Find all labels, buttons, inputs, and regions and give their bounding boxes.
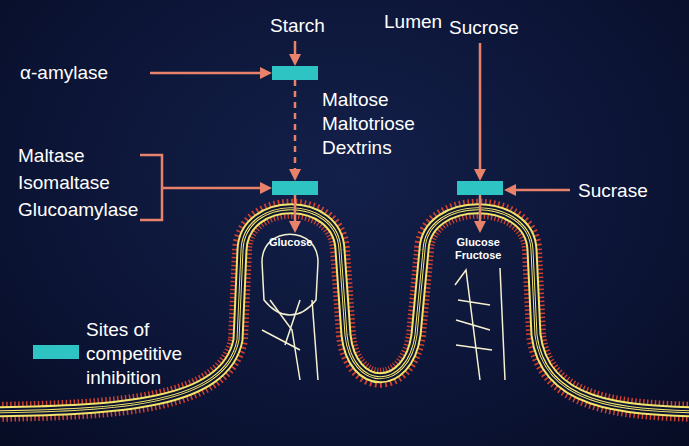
- legend-swatch: [33, 345, 79, 359]
- amylase-arrow: [150, 72, 262, 75]
- node-text: Starch: [270, 14, 325, 38]
- legend-text: Sites of competitive inhibition: [86, 318, 211, 390]
- substrate-label: Starch: [270, 14, 325, 38]
- arrow-head: [504, 184, 516, 196]
- inhibition-site: [272, 181, 318, 195]
- enzyme-label: α-amylase: [20, 61, 108, 85]
- node-text: Glucose: [269, 236, 312, 249]
- product-label: Glucose Fructose: [455, 236, 501, 262]
- edge-label: Maltose Maltotriose Dextrins: [322, 88, 415, 160]
- substrate-label: Sucrose: [449, 16, 519, 40]
- node-text: Sucrose: [449, 16, 519, 40]
- region-label: Lumen: [384, 10, 442, 34]
- enzyme-label: Sucrase: [578, 179, 648, 203]
- node-text: Glucose Fructose: [455, 236, 501, 262]
- inhibition-site: [457, 181, 503, 195]
- pathway-arrow: [474, 43, 486, 233]
- arrow-head: [260, 182, 272, 194]
- brush-border-enzyme-bracket: [140, 155, 262, 220]
- arrow-head: [260, 67, 272, 79]
- sucrase-arrow: [514, 189, 570, 192]
- inhibition-site: [272, 66, 318, 80]
- product-label: Glucose: [269, 236, 312, 249]
- enzyme-label: Maltase Isomaltase Glucoamylase: [18, 142, 138, 223]
